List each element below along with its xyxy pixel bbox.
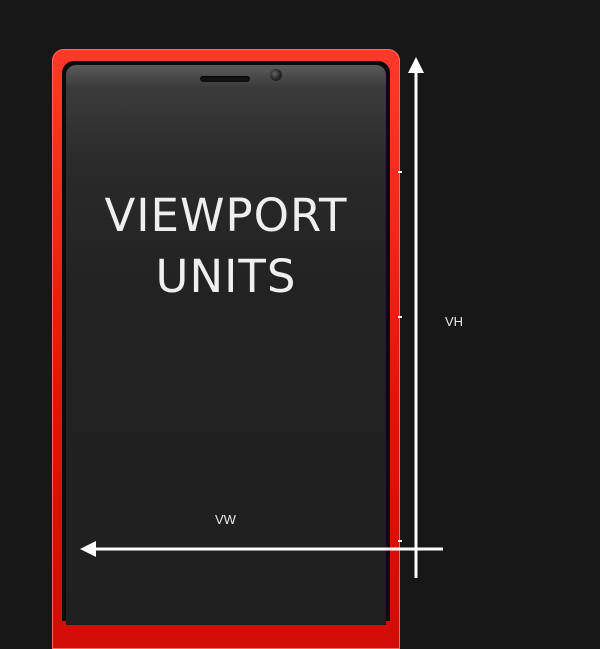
phone-screen [66, 65, 386, 625]
side-button-marker [398, 540, 402, 542]
horizontal-arrow-icon [80, 541, 443, 557]
vw-label: VW [215, 512, 236, 527]
vertical-arrow-icon [408, 57, 424, 578]
headline-line-2: UNITS [155, 250, 297, 303]
measure-arrows [80, 57, 443, 578]
side-button-marker [398, 171, 402, 173]
vh-label: VH [445, 314, 464, 329]
illustration: VIEWPORT UNITS VH VW [52, 49, 464, 649]
speaker-grille-icon [200, 76, 250, 82]
headline-line-1: VIEWPORT [104, 189, 348, 242]
headline: VIEWPORT UNITS [66, 185, 386, 307]
front-camera-icon [270, 69, 282, 81]
side-button-marker [398, 316, 402, 318]
